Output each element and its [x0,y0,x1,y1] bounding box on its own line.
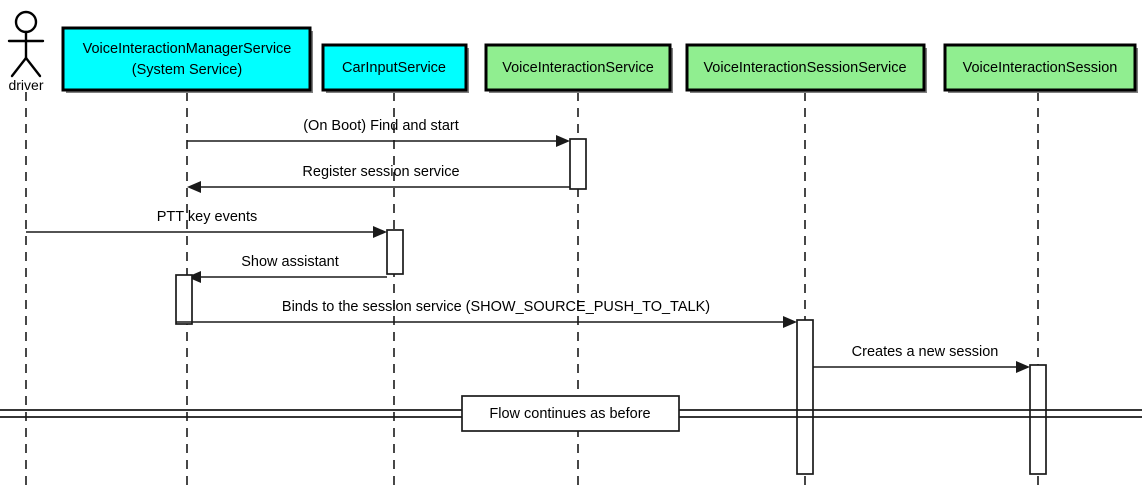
arrowhead-icon-6 [1016,361,1030,373]
message-ptt-key-events[interactable]: PTT key events [26,209,387,238]
message-register-session-service[interactable]: Register session service [187,164,570,193]
participant-voiceinteractionsession[interactable]: VoiceInteractionSession [943,43,1138,93]
arrowhead-icon-5 [783,316,797,328]
message-label-register-session-service: Register session service [302,164,459,180]
arrowhead-icon-2 [187,181,201,193]
participant-label-voiceinteractionsessionservice: VoiceInteractionSessionService [703,60,906,76]
participant-voiceinteractionservice[interactable]: VoiceInteractionService [484,43,673,93]
message-label-creates-a-new-session: Creates a new session [852,344,999,360]
arrowhead-icon-4 [187,271,201,283]
activation-bar-voiceinteractionmanagerservice [175,274,193,325]
message-binds-to-the-session-service[interactable]: Binds to the session service (SHOW_SOURC… [176,299,797,328]
message-label-show-assistant: Show assistant [241,254,339,270]
box-vsession [943,43,1137,92]
box-vims [61,26,312,92]
message-label-on-boot-find-and-start: (On Boot) Find and start [303,118,459,134]
actor-label-driver: driver [8,77,43,93]
activation-bar-voiceinteractionservice [569,138,587,190]
box-cis [321,43,468,92]
message-show-assistant[interactable]: Show assistant [187,254,387,283]
participant-label-vims-line1: VoiceInteractionManagerService [83,41,292,57]
divider-note-box [461,395,680,432]
participant-label-carinputservice: CarInputService [342,60,446,76]
participant-label-voiceinteractionsession: VoiceInteractionSession [963,60,1118,76]
actor-leg-right-icon [24,56,42,78]
box-vis [484,43,672,92]
participant-label-vims-line2: (System Service) [132,62,242,78]
divider-note-label: Flow continues as before [489,406,650,422]
activation-bar-voiceinteractionsession [1029,364,1047,475]
box-viss [685,43,926,92]
flow-divider: Flow continues as before [0,395,1142,432]
activation-bar-voiceinteractionsessionservice [796,319,814,475]
activation-bar-carinputservice [386,229,404,275]
participant-driver[interactable]: driver [7,10,45,93]
message-on-boot-find-and-start[interactable]: (On Boot) Find and start [187,118,570,147]
participant-voiceinteractionsessionservice[interactable]: VoiceInteractionSessionService [685,43,927,93]
actor-leg-left-icon [10,56,28,78]
arrowhead-icon-1 [556,135,570,147]
actor-head-icon [14,10,38,34]
message-label-ptt-key-events: PTT key events [157,209,257,225]
participant-carinputservice[interactable]: CarInputService [321,43,469,93]
participant-label-voiceinteractionservice: VoiceInteractionService [502,60,654,76]
message-label-binds-to-the-session-service: Binds to the session service (SHOW_SOURC… [282,299,710,315]
participant-voiceinteractionmanagerservice[interactable]: VoiceInteractionManagerService (System S… [61,26,313,93]
message-creates-a-new-session[interactable]: Creates a new session [813,344,1030,373]
arrowhead-icon-3 [373,226,387,238]
